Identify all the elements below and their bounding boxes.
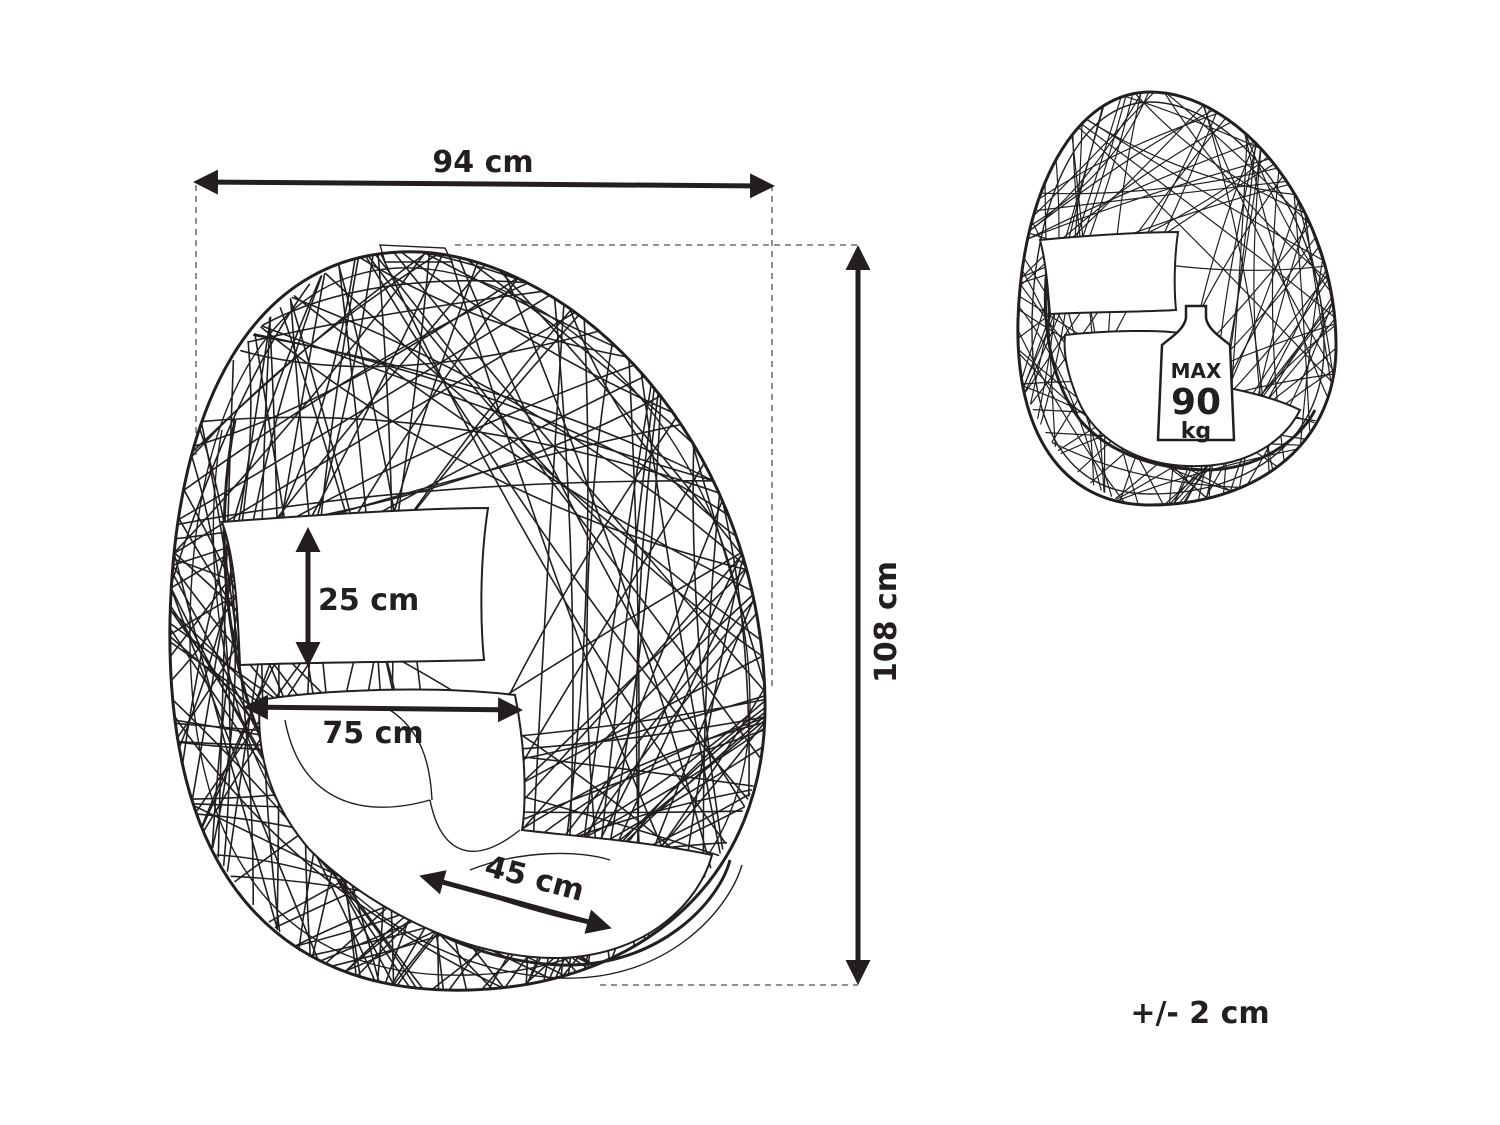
- weave-strand: [169, 344, 692, 600]
- weave-strand: [254, 333, 363, 987]
- weave-strand: [1017, 253, 1113, 497]
- weave-strand: [365, 251, 766, 670]
- weave-strand: [430, 251, 766, 519]
- weave-strand: [652, 305, 766, 715]
- weave-strand: [293, 295, 766, 607]
- weave-strand: [386, 251, 766, 705]
- weave-strand: [169, 256, 357, 695]
- weave-strand: [322, 538, 766, 967]
- weave-strand: [1075, 124, 1333, 383]
- max-load-unit: kg: [1181, 419, 1211, 444]
- max-load-value: 90: [1171, 382, 1221, 423]
- weave-strand: [1084, 117, 1337, 273]
- width-arrow: [193, 169, 775, 199]
- weave-strand: [1164, 276, 1337, 505]
- weave-strand: [1021, 103, 1105, 381]
- weave-strand: [486, 251, 712, 869]
- weave-strand: [169, 515, 279, 931]
- width-label: 94 cm: [432, 145, 533, 180]
- head-pillow: [220, 506, 490, 667]
- weave-strand: [1017, 92, 1153, 235]
- weave-strand: [371, 251, 763, 761]
- weave-strand: [461, 251, 766, 609]
- egg-chair-illustration: [168, 244, 767, 992]
- weave-strand: [261, 325, 766, 496]
- weave-strand: [169, 282, 626, 566]
- seat-depth-arrow: [419, 870, 612, 934]
- weave-strand: [324, 272, 766, 656]
- weave-strand: [377, 251, 727, 845]
- weave-strand: [1236, 96, 1328, 396]
- weave-strand: [169, 551, 321, 964]
- weave-strand: [547, 251, 766, 565]
- tolerance-label: +/- 2 cm: [1130, 996, 1269, 1031]
- weave-strand: [1226, 298, 1337, 505]
- weave-strand: [447, 251, 746, 808]
- rattan-weave: [169, 251, 766, 991]
- weave-strand: [291, 296, 766, 601]
- weave-strand: [1022, 177, 1318, 213]
- dimension-guides: [195, 185, 858, 986]
- weave-strand: [169, 264, 598, 531]
- weave-strand: [1070, 129, 1105, 493]
- pillow-height-label: 25 cm: [318, 583, 419, 618]
- max-load-label: MAX: [1171, 359, 1222, 383]
- weave-strand: [1195, 92, 1336, 374]
- weave-strand: [1029, 160, 1307, 195]
- weave-strand: [1197, 241, 1337, 505]
- weave-strand: [1158, 92, 1337, 295]
- weave-strand: [1017, 92, 1146, 241]
- weave-strand: [340, 719, 766, 977]
- chair-rim: [168, 250, 767, 992]
- weight-icon: MAX 90 kg: [1156, 304, 1236, 444]
- seat-width-label: 75 cm: [322, 716, 423, 751]
- weave-strand: [169, 691, 532, 991]
- seat-width-arrow: [243, 694, 523, 723]
- height-label: 108 cm: [869, 561, 904, 683]
- dimension-arrows: [193, 169, 871, 985]
- weave-strand: [1017, 107, 1258, 292]
- small-egg-chair-illustration: MAX 90 kg: [1016, 90, 1338, 507]
